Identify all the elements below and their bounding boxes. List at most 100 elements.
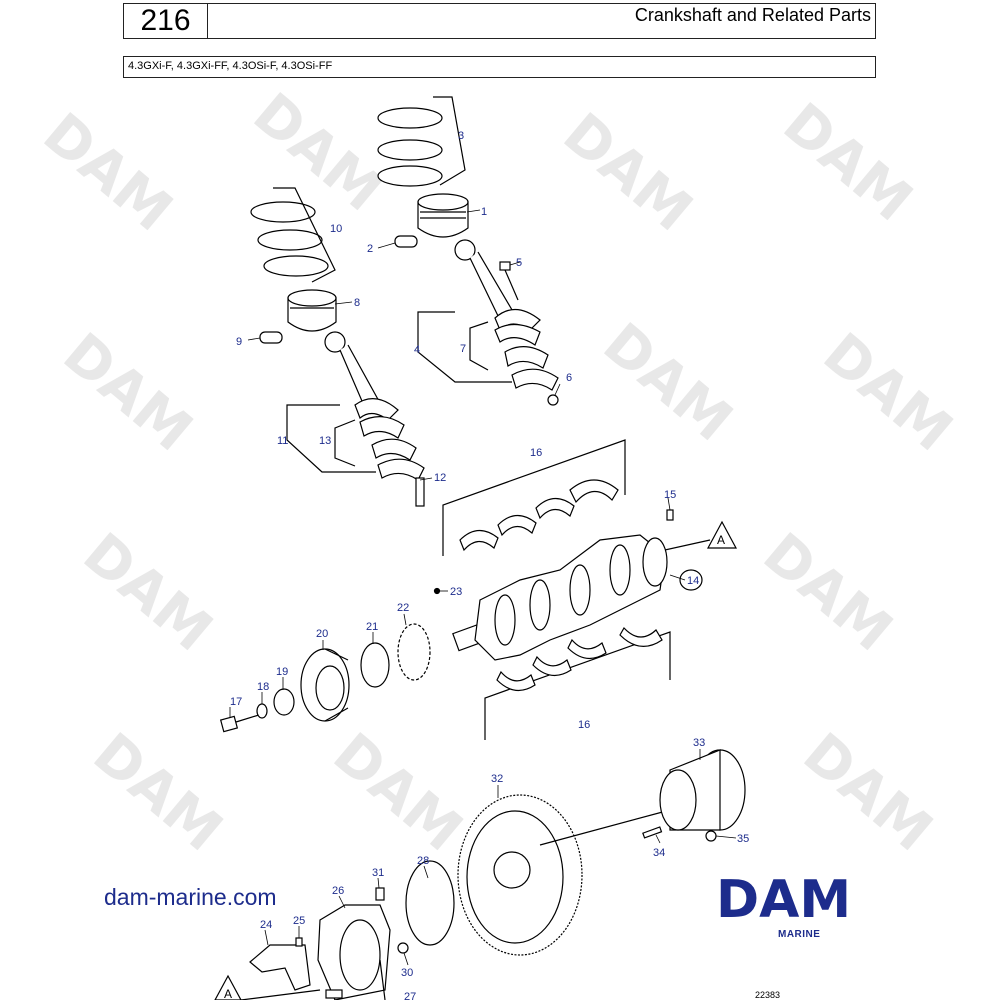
nut-30 bbox=[397, 942, 409, 954]
callout-23: 23 bbox=[450, 586, 462, 598]
watermark-text: DAM bbox=[241, 81, 394, 224]
callout-19: 19 bbox=[276, 666, 288, 678]
callout-8: 8 bbox=[354, 297, 360, 309]
crankshaft bbox=[452, 534, 711, 661]
diagram-code: 22383 bbox=[755, 990, 781, 1000]
bolt-17 bbox=[219, 713, 263, 733]
reference-mark-label: A bbox=[224, 987, 232, 1000]
watermark-text: DAM bbox=[31, 101, 184, 244]
rod-cap bbox=[511, 368, 559, 391]
dowel-25 bbox=[295, 937, 303, 947]
watermark-text: DAM bbox=[751, 521, 904, 664]
page-number: 216 bbox=[123, 3, 208, 39]
callout-34: 34 bbox=[653, 847, 665, 859]
callout-9: 9 bbox=[236, 336, 242, 348]
rod-cap-lower bbox=[377, 458, 425, 481]
dam-logo: DAM bbox=[716, 873, 851, 923]
watermark-text: DAM bbox=[551, 101, 704, 244]
watermark-text: DAM bbox=[591, 311, 744, 454]
callout-16-lower: 16 bbox=[578, 719, 590, 731]
callout-32: 32 bbox=[491, 773, 503, 785]
rod-bearing-7b bbox=[504, 346, 549, 369]
piston-8 bbox=[287, 289, 337, 332]
reference-mark-a-upper bbox=[706, 520, 738, 549]
seal-28 bbox=[405, 860, 455, 946]
nut-6 bbox=[547, 394, 559, 406]
callout-10: 10 bbox=[330, 223, 342, 235]
rod-bearing-13b bbox=[371, 438, 417, 461]
website-link[interactable]: dam-marine.com bbox=[104, 884, 277, 910]
callout-labels: 1 2 3 4 5 6 7 8 9 10 11 13 12 14 15 16 1… bbox=[230, 130, 749, 1000]
main-bearings-lower bbox=[496, 626, 663, 691]
bolt-31 bbox=[375, 887, 385, 901]
callout-16-upper: 16 bbox=[530, 447, 542, 459]
gear-22 bbox=[397, 623, 431, 681]
callout-35: 35 bbox=[737, 833, 749, 845]
models-list: 4.3GXi-F, 4.3GXi-FF, 4.3OSi-F, 4.3OSi-FF bbox=[123, 56, 876, 78]
seal-14 bbox=[679, 569, 703, 591]
reference-mark-a-lower bbox=[214, 974, 242, 1000]
callout-33: 33 bbox=[693, 737, 705, 749]
callout-6: 6 bbox=[566, 372, 572, 384]
callout-22: 22 bbox=[397, 602, 409, 614]
callout-31: 31 bbox=[372, 867, 384, 879]
watermark-layer: DAM DAM DAM DAM DAM DAM DAM DAM DAM DAM … bbox=[31, 81, 964, 864]
callout-30: 30 bbox=[401, 967, 413, 979]
coupling-33 bbox=[659, 749, 746, 831]
seal-19 bbox=[273, 688, 295, 716]
callout-4: 4 bbox=[414, 344, 420, 356]
watermark-text: DAM bbox=[71, 521, 224, 664]
watermark-text: DAM bbox=[321, 721, 474, 864]
callout-24: 24 bbox=[260, 919, 272, 931]
bolt-35 bbox=[705, 830, 717, 842]
watermark-text: DAM bbox=[791, 721, 944, 864]
connecting-rod-upper bbox=[454, 239, 541, 332]
callout-7: 7 bbox=[460, 343, 466, 355]
pin-34 bbox=[642, 826, 663, 839]
callout-26: 26 bbox=[332, 885, 344, 897]
callout-2: 2 bbox=[367, 243, 373, 255]
callout-12: 13 bbox=[319, 435, 331, 447]
brand-text: DAM bbox=[716, 873, 851, 923]
watermark-text: DAM bbox=[811, 321, 964, 464]
main-bearings-upper bbox=[459, 479, 619, 552]
callout-27: 27 bbox=[404, 991, 416, 1000]
callout-5: 5 bbox=[516, 257, 522, 269]
callout-25: 25 bbox=[293, 915, 305, 927]
piston-rings-3 bbox=[377, 107, 443, 187]
callout-3: 3 bbox=[458, 130, 464, 142]
rod-bearing-13 bbox=[359, 416, 405, 439]
callout-1: 1 bbox=[481, 206, 487, 218]
cap-24 bbox=[249, 944, 311, 991]
piston-1 bbox=[417, 193, 469, 238]
connecting-rod-lower bbox=[324, 331, 399, 421]
washer-18 bbox=[256, 703, 268, 719]
dowel-15 bbox=[666, 509, 674, 521]
bolt-27 bbox=[325, 989, 343, 999]
flywheel-32 bbox=[457, 794, 671, 956]
bolt-12 bbox=[415, 477, 425, 507]
callout-20: 20 bbox=[316, 628, 328, 640]
callout-28: 28 bbox=[417, 855, 429, 867]
callout-14: 14 bbox=[687, 575, 699, 587]
key-23 bbox=[433, 587, 441, 595]
callout-13: 12 bbox=[434, 472, 446, 484]
watermark-text: DAM bbox=[51, 321, 204, 464]
reference-mark-label: A bbox=[717, 533, 725, 547]
rod-bearing-7 bbox=[494, 323, 541, 346]
damper-20 bbox=[300, 648, 350, 722]
piston-pin-9 bbox=[259, 331, 283, 344]
housing-26 bbox=[317, 904, 391, 1000]
page-title: Crankshaft and Related Parts bbox=[207, 3, 876, 39]
sprocket-21 bbox=[360, 642, 390, 688]
brand-subtitle: MARINE bbox=[778, 929, 821, 940]
callout-21: 21 bbox=[366, 621, 378, 633]
callout-11: 11 bbox=[277, 435, 288, 447]
watermark-text: DAM bbox=[81, 721, 234, 864]
bolt-5 bbox=[499, 261, 519, 301]
callout-18: 18 bbox=[257, 681, 269, 693]
callout-15: 15 bbox=[664, 489, 676, 501]
piston-pin-2 bbox=[394, 235, 418, 248]
callout-17: 17 bbox=[230, 696, 242, 708]
